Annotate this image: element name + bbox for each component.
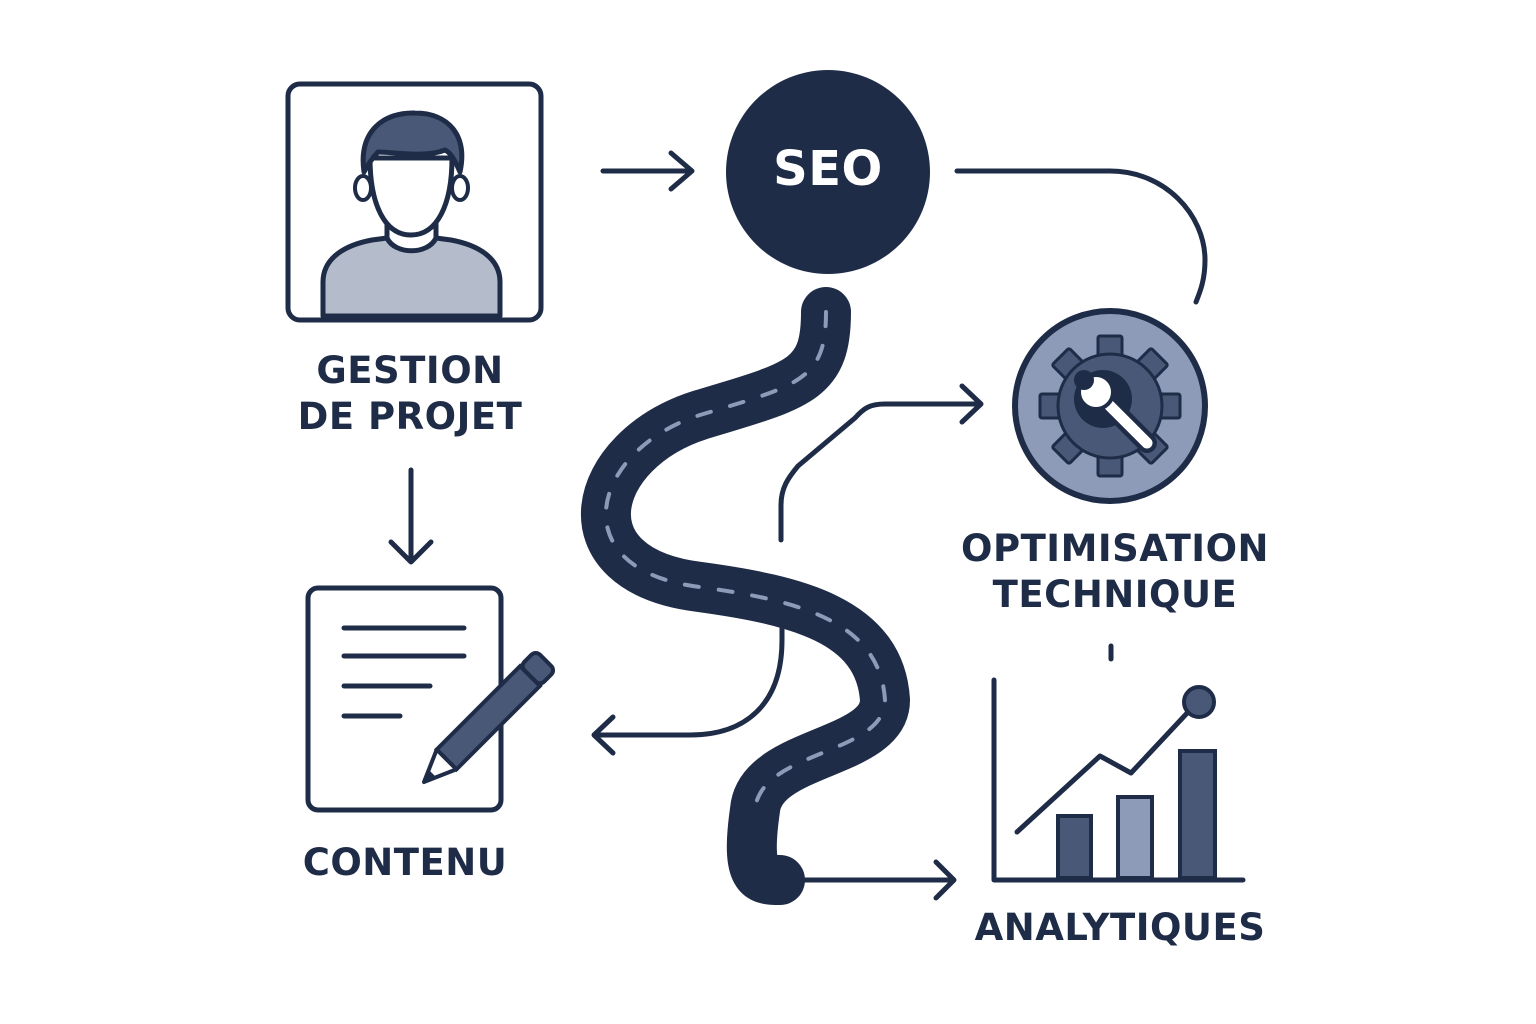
document-pencil-icon [305,585,556,813]
optimisation-label-line1: OPTIMISATION [961,527,1269,570]
gestion-label-line1: GESTION [316,349,504,392]
connector-gestion-to-contenu [388,467,434,565]
gear-wrench-icon [1012,308,1208,504]
seo-label: SEO [773,141,883,197]
winding-road [581,287,910,905]
bar-line-chart-icon [991,677,1246,883]
connector-road-to-optimisation [778,383,984,543]
gestion-label-line2: DE PROJET [297,395,523,438]
contenu-label: CONTENU [302,841,508,884]
gestion-de-projet-label: GESTION DE PROJET [260,348,560,440]
seo-node [726,70,930,274]
person-avatar-icon [285,81,544,323]
connector-seo-to-optimisation [954,168,1208,305]
connector-gestion-to-seo [600,150,695,192]
connector-road-to-analytiques [777,859,957,901]
optimisation-technique-label: OPTIMISATION TECHNIQUE [930,526,1300,618]
analytiques-label: ANALYTIQUES [974,906,1266,949]
optimisation-label-line2: TECHNIQUE [992,573,1238,616]
connector-road-to-contenu [591,617,785,756]
